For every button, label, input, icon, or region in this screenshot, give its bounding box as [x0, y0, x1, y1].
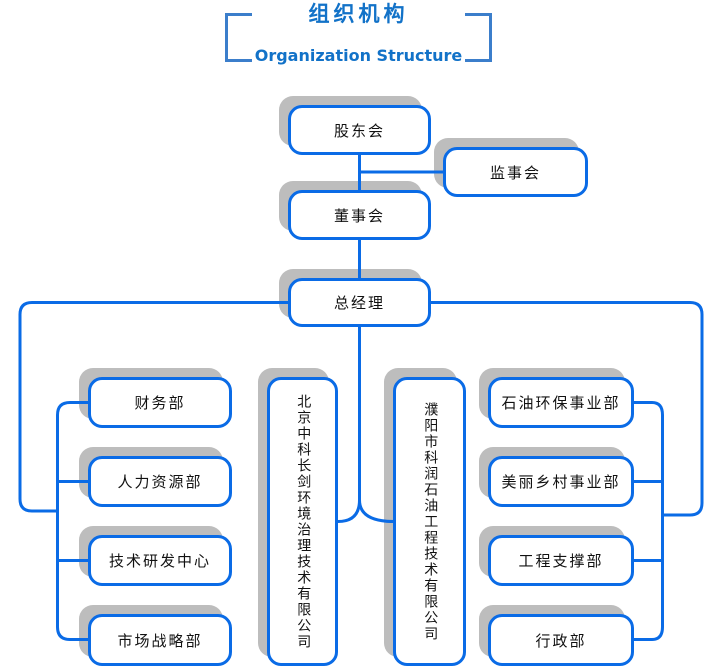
node-supervisory-board: 监事会 — [443, 147, 588, 197]
node-engineering-support-dept: 工程支撑部 — [488, 535, 634, 586]
node-subsidiary-beijing-label: 北京中科长剑环境治理技术有限公司 — [295, 393, 312, 650]
node-market-strategy-dept: 市场战略部 — [88, 614, 232, 666]
node-administration-dept-label: 行政部 — [535, 631, 587, 650]
node-supervisory-board-label: 监事会 — [489, 163, 541, 182]
connector-right-bus — [633, 401, 664, 641]
node-subsidiary-beijing: 北京中科长剑环境治理技术有限公司 — [267, 377, 338, 666]
node-engineering-support-dept-label: 工程支撑部 — [518, 552, 604, 570]
node-hr-dept-label: 人力资源部 — [117, 473, 203, 491]
node-beautiful-village-division-label: 美丽乡村事业部 — [501, 473, 621, 491]
node-market-strategy-dept-label: 市场战略部 — [117, 631, 203, 650]
node-board-of-directors: 董事会 — [288, 190, 431, 240]
title-bracket-left-icon — [225, 13, 252, 62]
connector-left-bus — [56, 401, 89, 641]
node-administration-dept: 行政部 — [488, 614, 634, 666]
node-board-of-directors-label: 董事会 — [333, 206, 385, 225]
node-petroleum-env-division-label: 石油环保事业部 — [501, 394, 621, 412]
page-title: 组织机构 — [308, 2, 409, 26]
node-beautiful-village-division: 美丽乡村事业部 — [488, 456, 634, 507]
node-finance-dept: 财务部 — [88, 377, 232, 428]
node-shareholders-label: 股东会 — [333, 121, 385, 140]
page-subtitle: Organization Structure — [254, 46, 463, 65]
node-finance-dept-label: 财务部 — [134, 394, 186, 412]
node-hr-dept: 人力资源部 — [88, 456, 232, 507]
node-rd-center: 技术研发中心 — [88, 535, 232, 586]
connector-flare-left — [337, 499, 361, 523]
node-general-manager-label: 总经理 — [333, 294, 385, 312]
node-subsidiary-puyang-label: 濮阳市科润石油工程技术有限公司 — [422, 401, 439, 642]
node-shareholders: 股东会 — [288, 105, 431, 155]
node-general-manager: 总经理 — [288, 278, 431, 327]
title-bracket-right-icon — [465, 13, 492, 62]
node-rd-center-label: 技术研发中心 — [108, 552, 211, 570]
node-petroleum-env-division: 石油环保事业部 — [488, 377, 634, 428]
node-subsidiary-puyang: 濮阳市科润石油工程技术有限公司 — [393, 377, 466, 666]
connector-flare-right — [358, 499, 395, 523]
